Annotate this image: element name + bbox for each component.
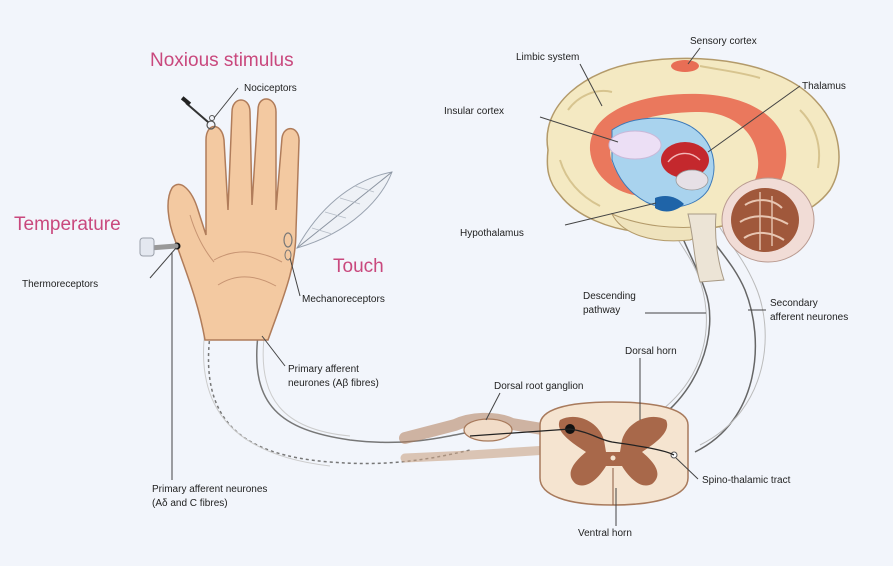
dorsal-root-ganglion-label: Dorsal root ganglion <box>494 381 584 392</box>
nociceptor-ending <box>210 116 215 121</box>
thermoreceptors-label: Thermoreceptors <box>22 279 98 290</box>
cerebellum <box>722 178 814 262</box>
dorsal-horn-label: Dorsal horn <box>625 346 677 357</box>
temperature-label: Temperature <box>14 214 121 235</box>
central-canal <box>611 456 616 461</box>
primary-afferent-delta-label: Primary afferent neurones (Aδ and C fibr… <box>152 484 270 509</box>
sensory-cortex-label: Sensory cortex <box>690 36 757 47</box>
hand <box>168 99 299 340</box>
nociceptors-label: Nociceptors <box>244 83 297 94</box>
secondary-afferent-label: Secondary afferent neurones <box>770 298 848 323</box>
secondary-afferent-line2: afferent neurones <box>770 312 848 323</box>
thermometer-icon <box>140 238 176 256</box>
noxious-stimulus-label: Noxious stimulus <box>150 50 294 71</box>
secondary-afferent-line1: Secondary <box>770 298 818 309</box>
hand-shape <box>168 99 299 340</box>
limbic-system-label: Limbic system <box>516 52 579 63</box>
primary-afferent-beta-label: Primary afferent neurones (Aβ fibres) <box>288 364 379 389</box>
corpus-callosum-region <box>609 131 661 159</box>
thalamus-label: Thalamus <box>802 81 846 92</box>
insular-cortex-label: Insular cortex <box>444 106 504 117</box>
hypothalamus-label: Hypothalamus <box>460 228 524 239</box>
brain <box>547 58 839 282</box>
feather-icon <box>297 172 392 248</box>
touch-label: Touch <box>333 256 384 277</box>
dorsal-root-ganglion <box>405 419 548 458</box>
sensory-cortex-region <box>671 60 699 72</box>
primary-afferent-beta-line2: neurones (Aβ fibres) <box>288 378 379 389</box>
pin-icon <box>181 96 208 122</box>
spinothalamic-tract-label: Spino-thalamic tract <box>702 475 791 486</box>
ventral-horn-label: Ventral horn <box>578 528 632 539</box>
descending-pathway-label: Descending pathway <box>583 291 639 316</box>
primary-afferent-beta-line1: Primary afferent <box>288 364 359 375</box>
descending-pathway-line1: Descending <box>583 291 636 302</box>
descending-pathway-line2: pathway <box>583 305 620 316</box>
primary-afferent-delta-line1: Primary afferent neurones <box>152 484 267 495</box>
mechanoreceptors-label: Mechanoreceptors <box>302 294 385 305</box>
primary-afferent-delta-fibre <box>209 335 471 464</box>
primary-afferent-delta-line2: (Aδ and C fibres) <box>152 498 228 509</box>
